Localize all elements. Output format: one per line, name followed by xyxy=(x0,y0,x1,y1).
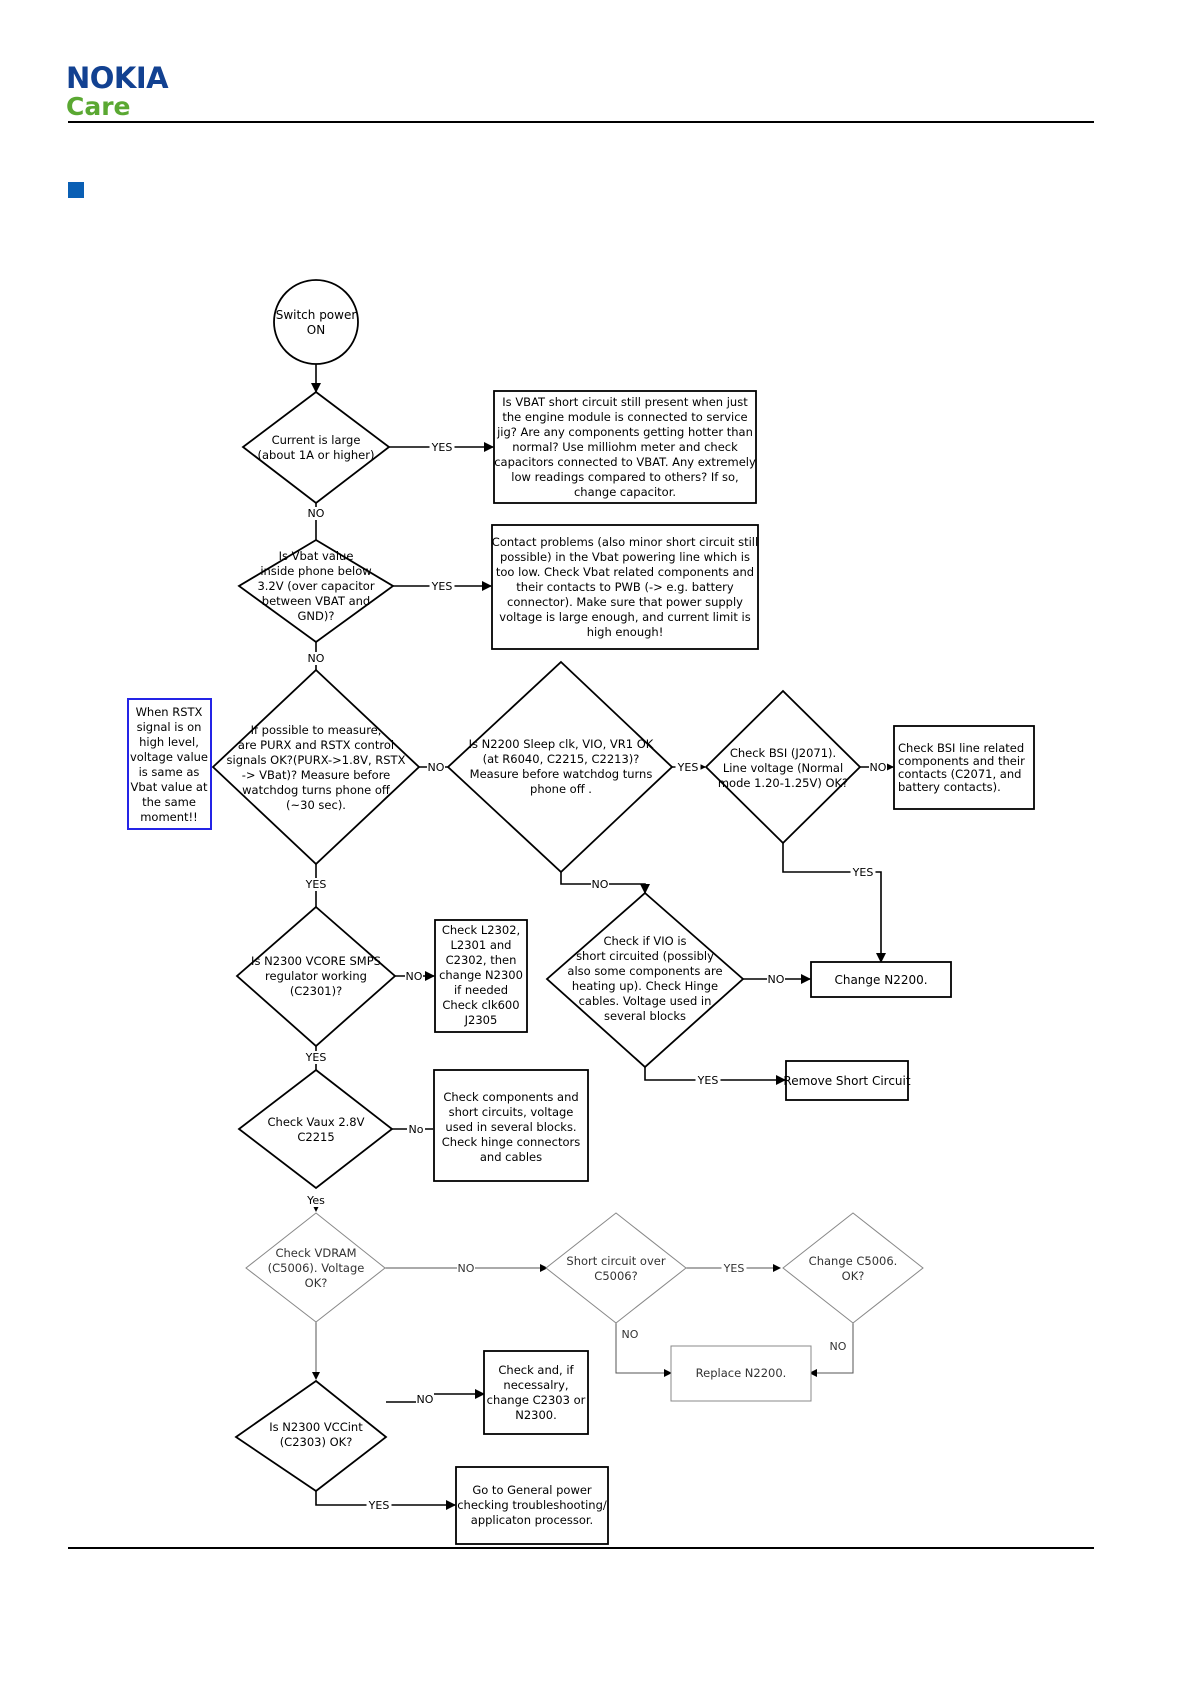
edge-label-no-vdram-text: NO xyxy=(458,1262,475,1275)
edge-label-yes-vaux-text: Yes xyxy=(306,1194,325,1207)
edge-label-no-short-text: NO xyxy=(622,1328,639,1341)
edge-label-yes-bsi-text: YES xyxy=(852,866,874,879)
edge-label-no-vcore-text: NO xyxy=(406,970,423,983)
box-check-l2302 xyxy=(434,919,528,1033)
edge-label-no-sleep-text: NO xyxy=(592,878,609,891)
box-vbat-short-circuit xyxy=(493,390,757,504)
replace-n2200-text: Replace N2200. xyxy=(696,1366,787,1380)
section-marker-icon xyxy=(68,182,84,198)
decision-n2200-sleep xyxy=(446,660,674,874)
decision-change-c5006 xyxy=(782,1212,924,1324)
edge-label-yes-purx-text: YES xyxy=(305,878,327,891)
header-rule xyxy=(68,121,1094,123)
n2200-sleep-text: Is N2200 Sleep clk, VIO, VR1 OK(at R6040… xyxy=(469,737,654,796)
footer-rule xyxy=(68,1547,1094,1549)
box-contact-problems xyxy=(491,524,759,650)
edge-label-yes-current-text: YES xyxy=(431,441,453,454)
current-large-text: Current is large(about 1A or higher) xyxy=(258,433,375,462)
decision-vcore-smps xyxy=(235,905,397,1048)
box-change-n2200 xyxy=(810,961,952,998)
box-rstx-note xyxy=(127,698,212,830)
edge-label-no-vio-text: NO xyxy=(768,973,785,986)
edge-label-no-vccint-text: NO xyxy=(417,1393,434,1406)
edge-label-no-vaux-text: No xyxy=(409,1123,424,1136)
decision-short-c5006 xyxy=(545,1212,687,1324)
decision-purx-rstx xyxy=(211,668,421,866)
edge-label-no-c5006-text: NO xyxy=(830,1340,847,1353)
logo-subbrand: Care xyxy=(66,92,131,121)
nokia-care-logo: NOKIA Care xyxy=(66,61,169,121)
decision-vaux xyxy=(237,1068,394,1190)
decision-check-bsi xyxy=(704,689,862,845)
box-bsi-line xyxy=(893,725,1035,810)
edge-label-no-current-text: NO xyxy=(308,507,325,520)
box-check-c2303 xyxy=(483,1350,589,1435)
change-n2200-text: Change N2200. xyxy=(834,973,927,987)
vccint-text: Is N2300 VCCint(C2303) OK? xyxy=(269,1420,363,1449)
edge-label-yes-short-text: YES xyxy=(723,1262,745,1275)
edge-label-no-vbat-text: NO xyxy=(308,652,325,665)
edge-label-no-bsi-text: NO xyxy=(870,761,887,774)
box-replace-n2200 xyxy=(670,1345,812,1402)
edge-label-yes-vbat-text: YES xyxy=(431,580,453,593)
edge-label-yes-vcore-text: YES xyxy=(305,1051,327,1064)
edge-label-yes-sleep-text: YES xyxy=(677,761,699,774)
box-general-power xyxy=(455,1466,609,1545)
remove-short-text: Remove Short Circuit xyxy=(783,1074,910,1088)
purx-rstx-text: If possible to measure,are PURX and RSTX… xyxy=(227,723,406,812)
edge-label-no-purx-text: NO xyxy=(428,761,445,774)
start-node xyxy=(273,279,359,365)
decision-vbat-value xyxy=(237,538,395,644)
decision-current-large xyxy=(241,390,391,505)
decision-vccint xyxy=(234,1379,388,1493)
vbat-short-text: Is VBAT short circuit still present when… xyxy=(494,395,756,499)
box-remove-short xyxy=(785,1060,909,1101)
edge-label-yes-vccint-text: YES xyxy=(368,1499,390,1512)
decision-vdram xyxy=(245,1212,386,1323)
logo-brand: NOKIA xyxy=(66,61,169,95)
decision-vio-short xyxy=(545,891,745,1069)
box-check-components xyxy=(433,1069,589,1182)
change-c5006-text: Change C5006.OK? xyxy=(809,1254,898,1283)
contact-problems-text: Contact problems (also minor short circu… xyxy=(492,535,758,639)
edge-label-yes-vio-text: YES xyxy=(697,1074,719,1087)
